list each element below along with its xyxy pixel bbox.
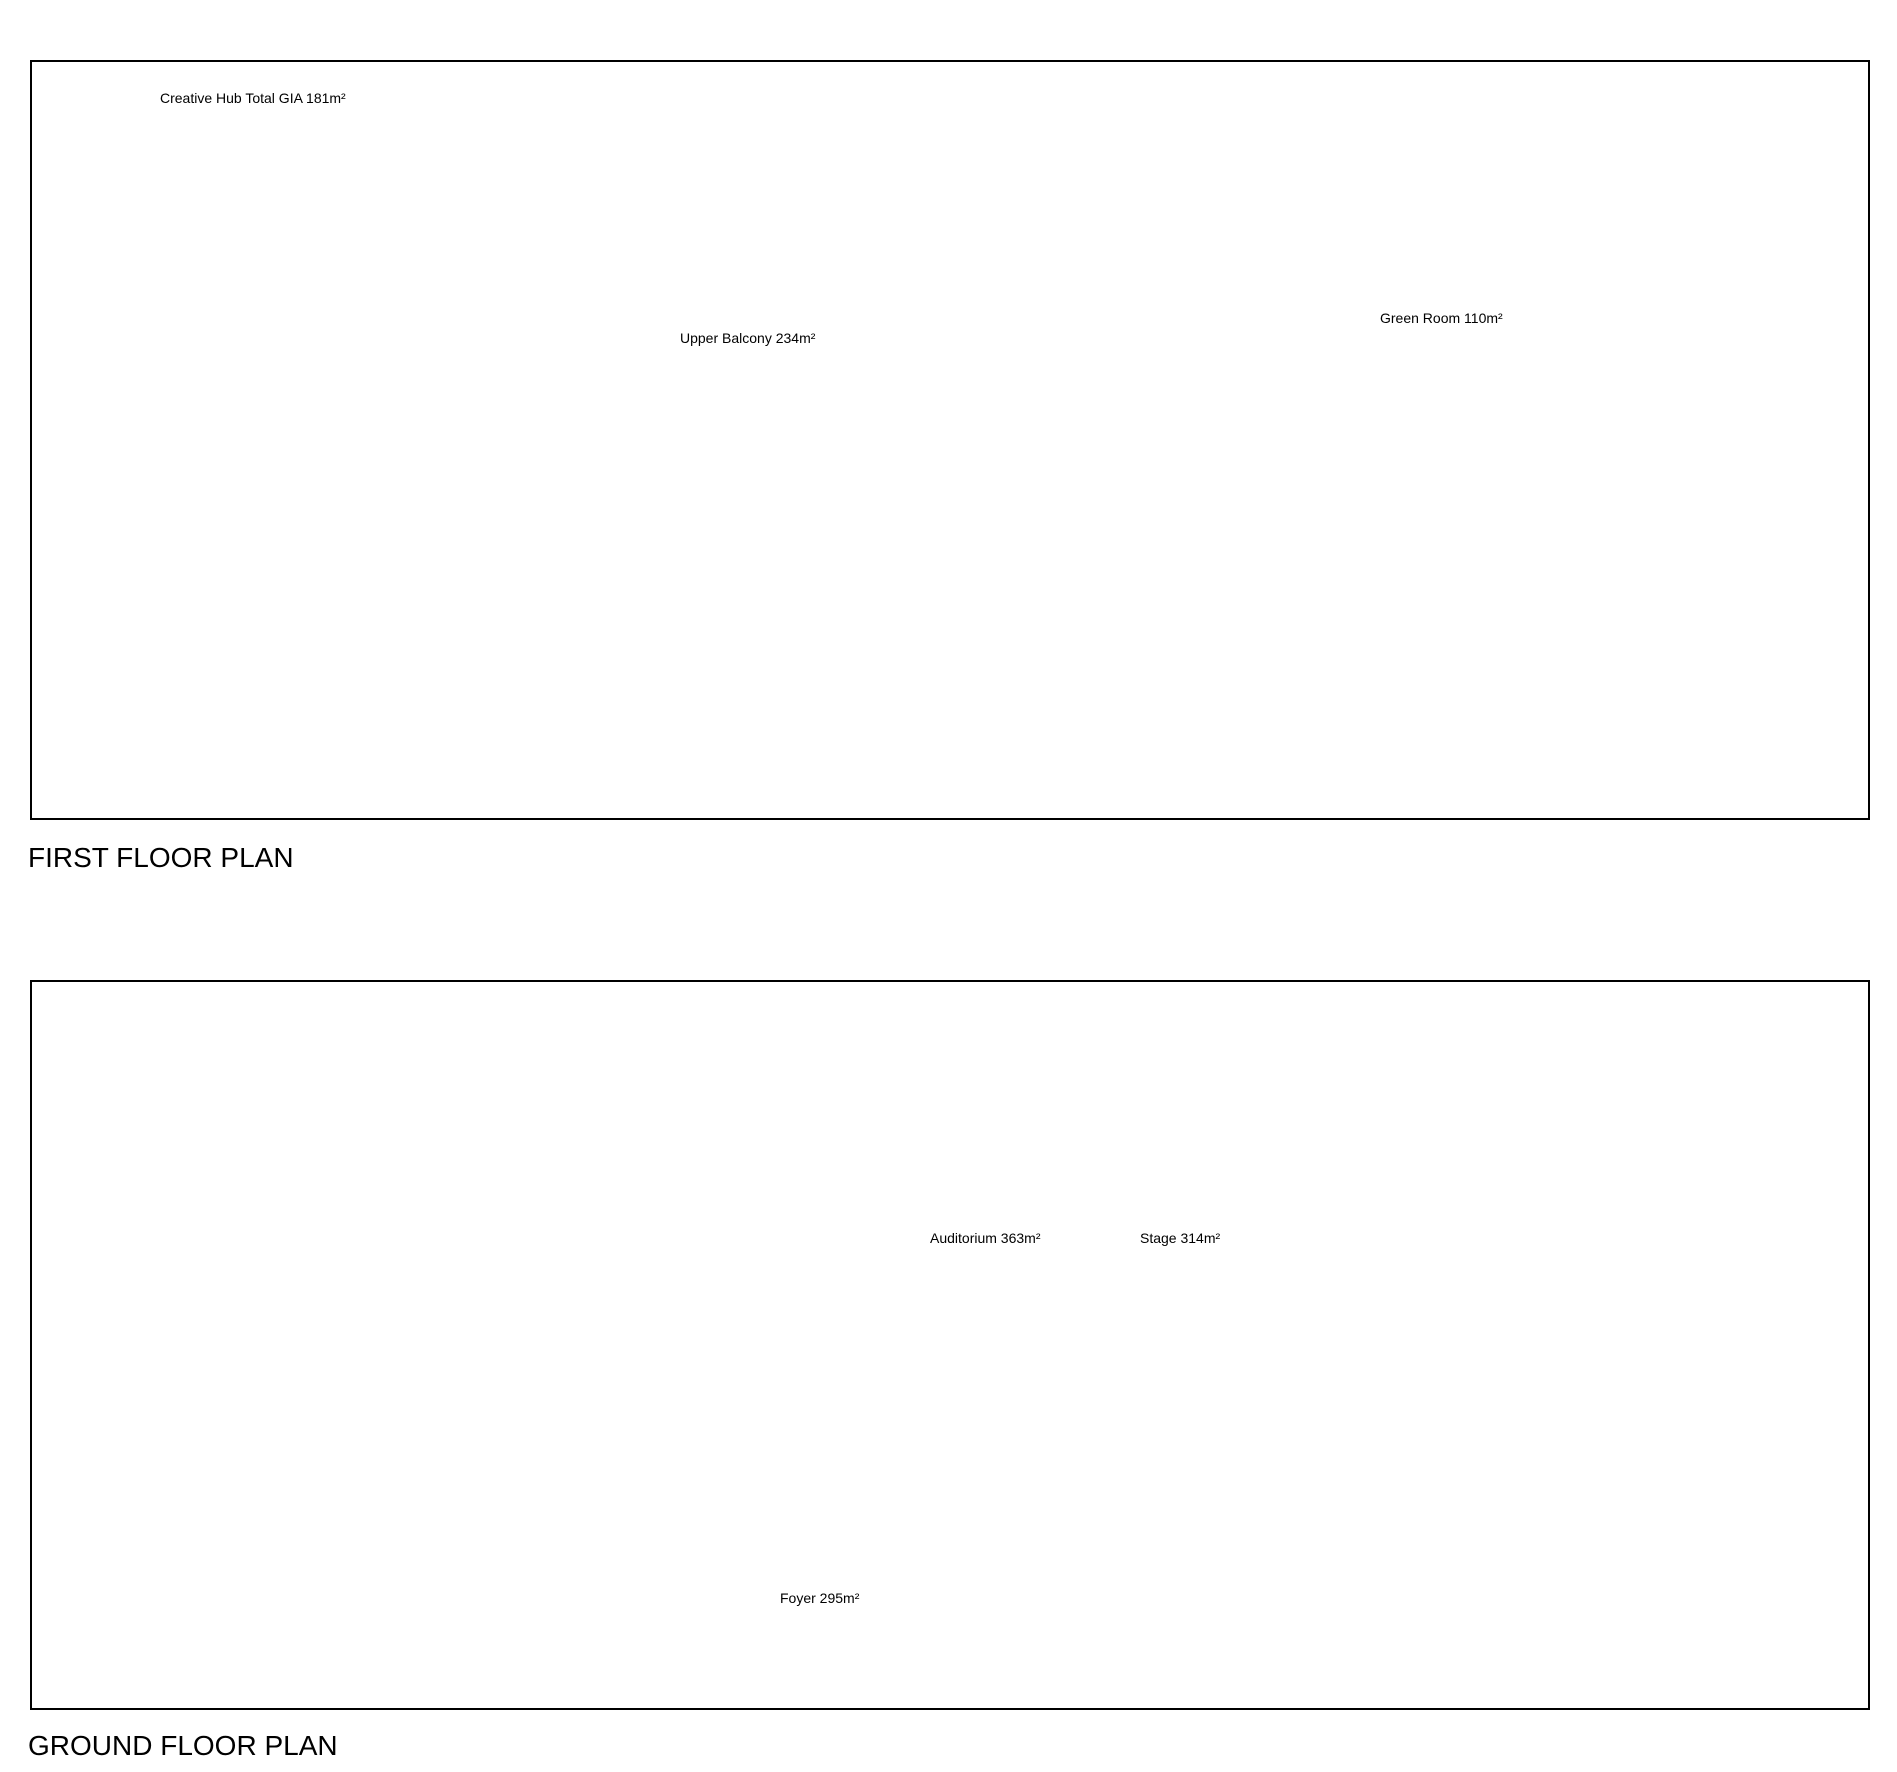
- plan-title: FIRST FLOOR PLAN: [28, 842, 294, 873]
- room-label: Upper Balcony 234m²: [680, 330, 816, 346]
- first-floor-plan: [30, 60, 1870, 820]
- room-label: Foyer 295m²: [780, 1590, 860, 1606]
- room-label: Auditorium 363m²: [930, 1230, 1041, 1246]
- room-label: Stage 314m²: [1140, 1230, 1221, 1246]
- plan-title: GROUND FLOOR PLAN: [28, 1730, 338, 1761]
- room-label: Green Room 110m²: [1380, 310, 1503, 326]
- ground-floor-plan: [30, 980, 1870, 1710]
- room-label: Creative Hub Total GIA 181m²: [160, 90, 346, 106]
